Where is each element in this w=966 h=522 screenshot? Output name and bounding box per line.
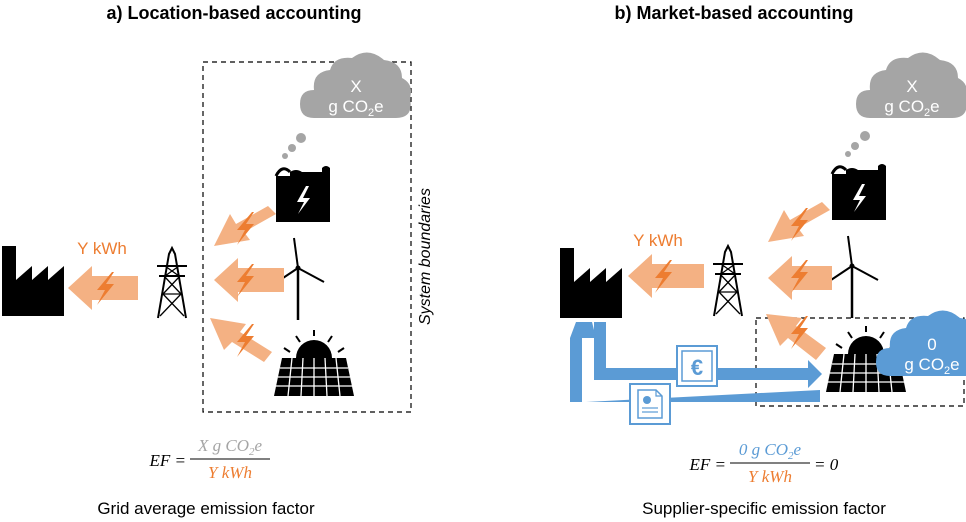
formula-location: EF = X g CO2e Y kWh (149, 436, 270, 482)
svg-text:Y kWh: Y kWh (208, 463, 252, 482)
cloud-puffs (282, 133, 306, 159)
cloud-value: X (906, 77, 917, 96)
cloud-unit: g CO2e (884, 97, 939, 119)
system-boundary-box (202, 61, 412, 413)
certificate-flow-arrow (570, 322, 820, 402)
caption-market: Supplier-specific emission factor (642, 499, 886, 518)
emission-cloud-icon: X g CO2e (300, 52, 411, 119)
emission-cloud-icon: X g CO2e (856, 52, 966, 119)
system-boundaries-label: System boundaries (417, 188, 434, 325)
euro-certificate-icon: € (676, 345, 718, 387)
svg-text:X g CO2e: X g CO2e (197, 436, 263, 458)
solar-panel-icon (273, 329, 355, 397)
svg-text:EF =: EF = (689, 455, 727, 474)
factory-icon (560, 248, 622, 318)
power-plant-icon (274, 164, 332, 224)
svg-text:0 g CO2e: 0 g CO2e (739, 440, 802, 462)
panel-a-title: a) Location-based accounting (106, 3, 361, 23)
wind-turbine-icon (826, 234, 880, 320)
svg-text:= 0: = 0 (814, 455, 839, 474)
panel-b-title: b) Market-based accounting (614, 3, 853, 23)
svg-text:€: € (691, 355, 703, 380)
formula-market: EF = 0 g CO2e Y kWh = 0 (689, 440, 839, 486)
svg-text:Y kWh: Y kWh (748, 467, 792, 486)
zero-emission-cloud-icon: 0 g CO2e (876, 310, 966, 377)
money-flow-arrow (594, 322, 822, 388)
caption-location: Grid average emission factor (97, 499, 315, 518)
transmission-tower-icon (156, 247, 188, 319)
cloud-value: 0 (927, 335, 936, 354)
factory-icon (2, 246, 64, 316)
cloud-puffs (845, 131, 870, 157)
energy-label: Y kWh (633, 231, 683, 250)
document-certificate-icon (629, 383, 671, 425)
svg-text:EF =: EF = (149, 451, 187, 470)
cloud-value: X (350, 77, 361, 96)
cloud-unit: g CO2e (328, 97, 383, 119)
cloud-unit: g CO2e (904, 355, 959, 377)
transmission-tower-icon (712, 245, 744, 317)
power-plant-icon (830, 162, 888, 222)
energy-label: Y kWh (77, 239, 127, 258)
